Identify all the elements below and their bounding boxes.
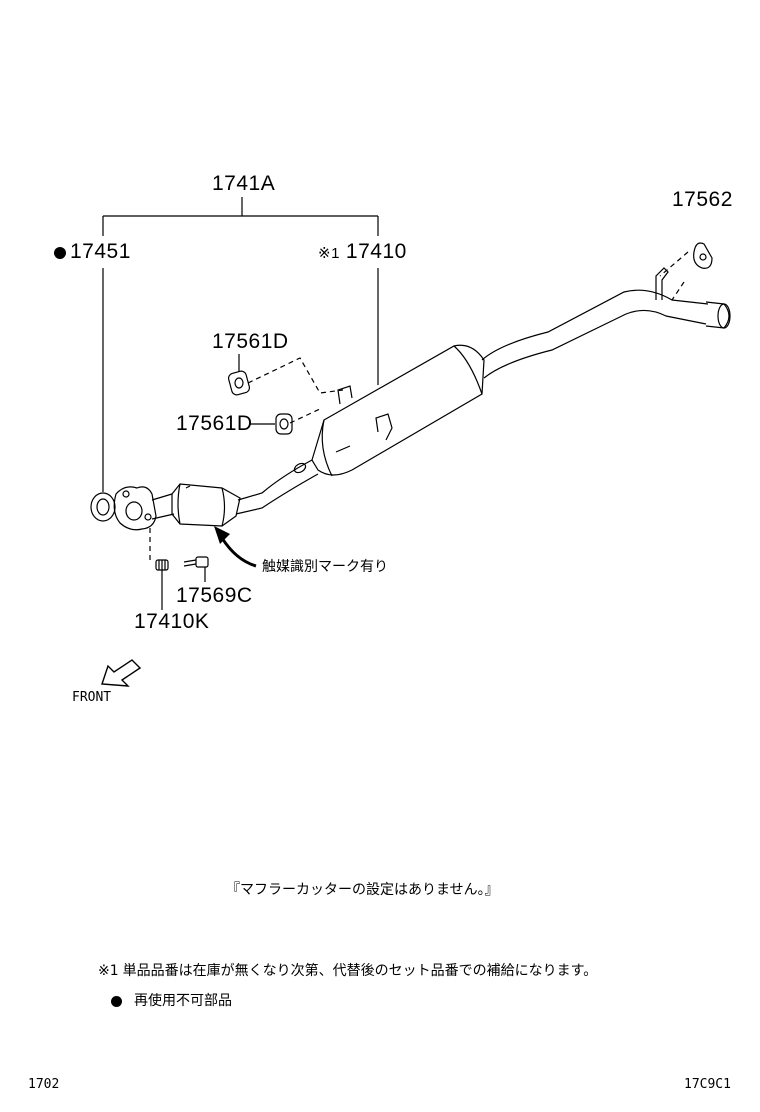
- dashed-guide-lines: [149, 251, 689, 560]
- footer-right-code: 17C9C1: [684, 1077, 731, 1092]
- non-reusable-bullet-icon: [54, 247, 66, 259]
- catalyst-arrow-head: [214, 526, 230, 544]
- catalytic-converter: [171, 483, 241, 527]
- note-2-text: 再使用不可部品: [134, 993, 232, 1009]
- label-mount-lower: 17561D: [176, 412, 253, 435]
- note-1-text: 単品品番は在庫が無くなり次第、代替後のセット品番での補給になります。: [122, 963, 598, 979]
- assembly-bracket-line: [102, 197, 379, 236]
- cutter-note: 『マフラーカッターの設定はありません。』: [226, 882, 499, 898]
- reference-mark: ※1: [318, 245, 340, 262]
- front-flange: [113, 486, 157, 531]
- gasket-ring: [90, 492, 116, 522]
- label-muffler-pipe-number: 17410: [345, 240, 407, 263]
- catalyst-mark-annotation: 触媒識別マーク有り: [262, 559, 388, 575]
- label-rear-mount: 17562: [672, 188, 733, 211]
- mount-rubber-lower: [275, 413, 293, 435]
- mount-rubber-upper: [227, 370, 251, 396]
- catalyst-arrow-line: [220, 537, 257, 568]
- note-1-mark: ※1: [98, 963, 119, 979]
- tail-pipe: [481, 289, 709, 379]
- intermediate-pipe: [235, 459, 319, 515]
- label-nut: 17410K: [134, 610, 210, 633]
- front-label: FRONT: [72, 690, 112, 705]
- nut: [155, 559, 169, 571]
- note-2-bullet-icon: [111, 996, 122, 1007]
- front-arrow-icon: [101, 659, 142, 687]
- label-assembly-main: 1741A: [212, 172, 276, 195]
- main-muffler: [311, 344, 485, 477]
- pipe-hanger-front: [293, 462, 307, 474]
- label-muffler-pipe: ※1 17410: [318, 240, 407, 266]
- rear-hanger-rod: [655, 267, 669, 300]
- label-bolt: 17569C: [176, 584, 253, 607]
- bolt: [183, 556, 209, 568]
- rear-mount-rubber: [693, 242, 713, 269]
- footer-left-code: 1702: [28, 1077, 60, 1092]
- front-pipe: [151, 493, 175, 520]
- tail-pipe-end: [705, 301, 731, 329]
- label-gasket: 17451: [70, 240, 131, 263]
- label-mount-upper: 17561D: [212, 330, 289, 353]
